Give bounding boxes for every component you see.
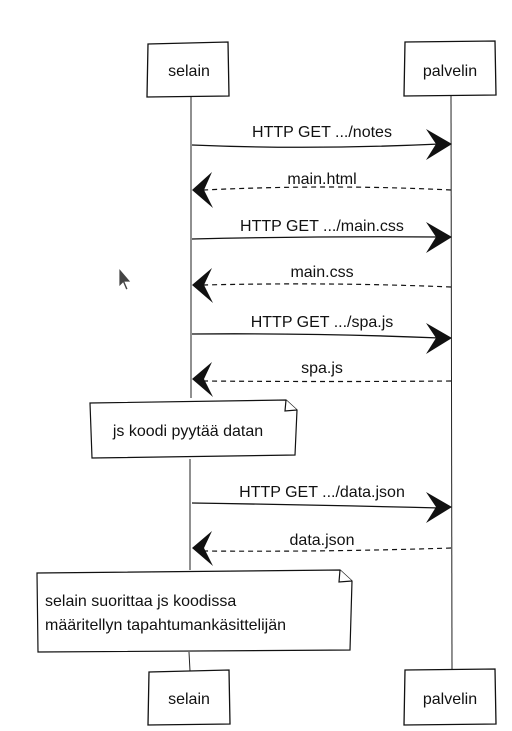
participant-selain-bottom: selain — [147, 669, 231, 726]
message-label: main.html — [287, 171, 356, 188]
participant-selain-top-label: selain — [168, 63, 210, 80]
palvelin-lifeline — [450, 94, 453, 672]
selain-lifeline — [188, 97, 192, 672]
note-text-line-1: selain suorittaa js koodissa — [45, 593, 236, 610]
note-text: js koodi pyytää datan — [112, 423, 263, 440]
participant-palvelin-bottom: palvelin — [403, 668, 497, 726]
participant-palvelin-top-label: palvelin — [423, 63, 477, 80]
arrowhead-left — [192, 531, 213, 566]
arrowhead-left — [192, 362, 213, 397]
message-get-notes: HTTP GET .../notes — [191, 124, 452, 160]
message-spa-js: spa.js — [192, 360, 452, 397]
note-event-handler: selain suorittaa js koodissa määritellyn… — [36, 569, 353, 653]
arrowhead-right — [426, 492, 452, 523]
message-main-css: main.css — [192, 264, 452, 303]
participant-palvelin-top: palvelin — [403, 40, 497, 97]
participant-palvelin-bottom-label: palvelin — [423, 691, 477, 708]
message-label: HTTP GET .../main.css — [240, 218, 404, 235]
message-label: spa.js — [301, 360, 343, 377]
mouse-cursor-icon — [118, 266, 132, 291]
message-get-main-css: HTTP GET .../main.css — [191, 218, 452, 253]
arrowhead-right — [426, 129, 452, 160]
message-data-json: data.json — [192, 531, 452, 566]
message-get-data-json: HTTP GET .../data.json — [191, 484, 452, 523]
arrowhead-right — [426, 222, 452, 253]
message-label: data.json — [290, 532, 355, 549]
message-label: HTTP GET .../notes — [252, 124, 392, 141]
message-main-html: main.html — [192, 171, 452, 208]
message-label: main.css — [290, 264, 353, 281]
arrowhead-left — [192, 268, 213, 303]
message-get-spa-js: HTTP GET .../spa.js — [191, 314, 452, 354]
arrowhead-right — [426, 323, 452, 354]
note-js-fetch-data: js koodi pyytää datan — [89, 399, 298, 459]
note-text-line-2: määritellyn tapahtumankäsittelijän — [45, 617, 286, 634]
arrowhead-left — [192, 172, 213, 208]
participant-selain-top: selain — [146, 41, 230, 98]
message-label: HTTP GET .../data.json — [239, 484, 405, 501]
message-label: HTTP GET .../spa.js — [251, 314, 394, 331]
participant-selain-bottom-label: selain — [168, 691, 210, 708]
